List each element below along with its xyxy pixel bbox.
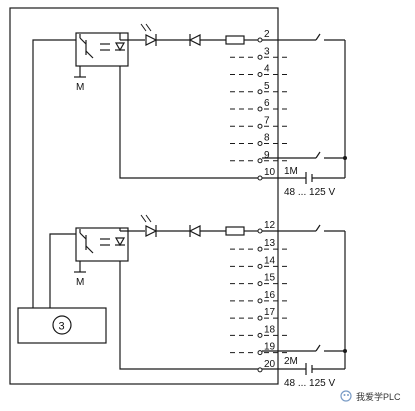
optocoupler-1 — [75, 32, 129, 67]
terminal-point — [257, 72, 263, 77]
common-label-1: 1M — [284, 166, 298, 177]
optocoupler-2 — [75, 227, 129, 262]
common-label-2: 2M — [284, 356, 298, 367]
terminal-number: 19 — [264, 342, 276, 353]
terminal-point — [257, 350, 263, 356]
terminal-number: 5 — [264, 81, 270, 92]
module-3-label: 3 — [59, 321, 65, 333]
terminal-point — [257, 54, 263, 60]
terminal-point — [257, 175, 263, 181]
voltage-label-2: 48 ... 125 V — [284, 378, 335, 389]
terminal-point — [257, 37, 263, 43]
watermark-text: 我爱学PLC — [356, 391, 401, 402]
terminal-number: 14 — [264, 255, 276, 266]
terminal-number: 12 — [264, 220, 276, 231]
terminal-point — [257, 263, 263, 269]
terminal-number: 17 — [264, 307, 276, 318]
ground-label-1: M — [76, 82, 84, 93]
terminal-point — [257, 367, 263, 373]
terminal-number: 2 — [264, 29, 270, 40]
terminal-number: 18 — [264, 324, 276, 335]
terminal-point — [257, 228, 263, 234]
terminal-number: 3 — [264, 46, 270, 57]
watermark: 我爱学PLC — [340, 390, 401, 402]
terminal-number: 13 — [264, 238, 276, 249]
terminal-number: 9 — [264, 150, 270, 161]
terminal-point — [257, 315, 263, 321]
terminal-point — [257, 281, 263, 287]
terminal-point — [257, 89, 263, 95]
terminal-number: 15 — [264, 273, 276, 284]
terminal-point — [257, 246, 263, 252]
terminal-point — [257, 332, 263, 338]
terminal-number: 16 — [264, 290, 276, 301]
module-outline — [9, 7, 279, 385]
voltage-label-1: 48 ... 125 V — [284, 187, 335, 198]
terminal-number: 7 — [264, 115, 270, 126]
terminal-number: 20 — [264, 359, 276, 370]
terminal-point — [257, 298, 263, 304]
terminal-number: 10 — [264, 167, 276, 178]
module-3-box — [17, 307, 107, 344]
terminal-number: 4 — [264, 64, 270, 75]
terminal-point — [257, 158, 263, 164]
terminal-point — [257, 123, 263, 129]
module-3-circle — [52, 315, 72, 335]
terminal-point — [257, 141, 263, 146]
ground-label-2: M — [76, 277, 84, 288]
terminal-point — [257, 106, 263, 112]
terminal-number: 6 — [264, 98, 270, 109]
terminal-number: 8 — [264, 133, 270, 144]
